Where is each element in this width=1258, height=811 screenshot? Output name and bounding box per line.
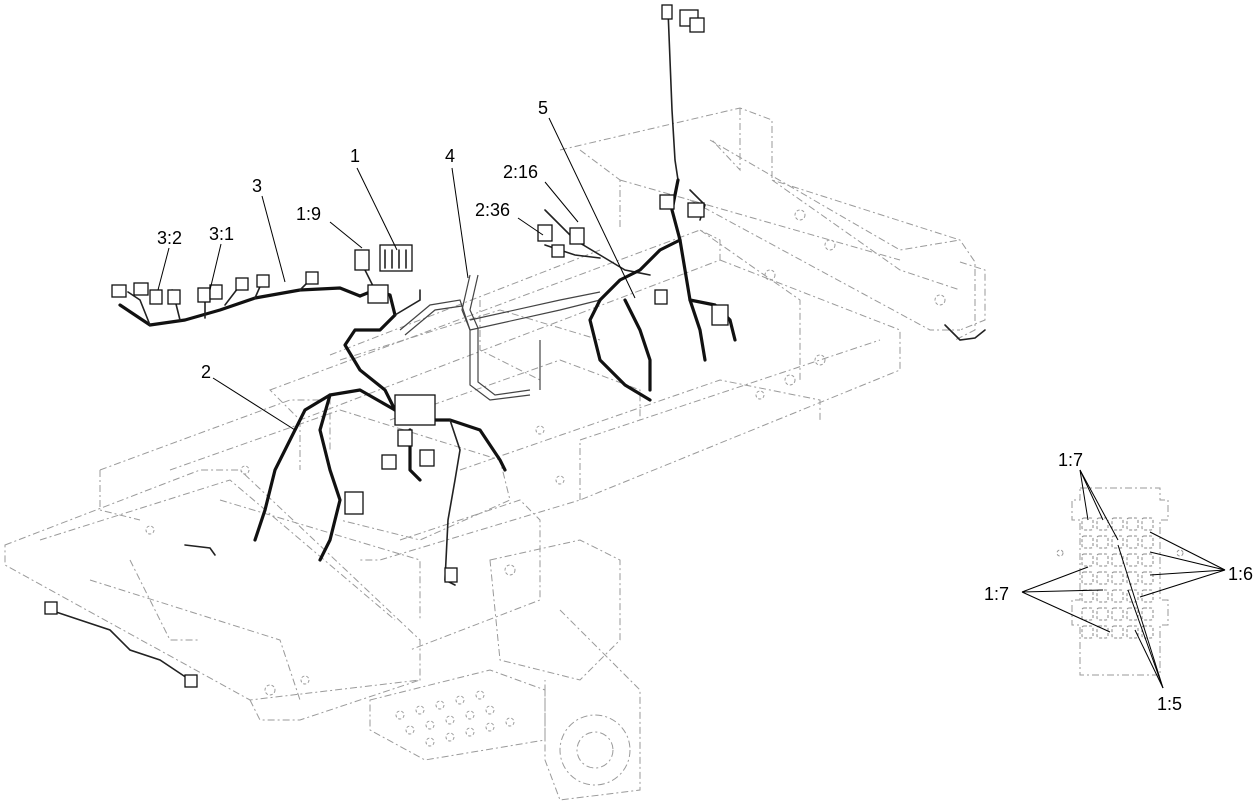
fuse-slot: [1141, 535, 1154, 549]
harness-1: [343, 244, 507, 472]
fuse-slot: [1141, 553, 1154, 567]
leader-lines: [157, 117, 636, 431]
fuse-slot: [1081, 607, 1094, 621]
fuse-slot: [1141, 607, 1154, 621]
inset-callout-1-6: 1:6: [1228, 564, 1253, 584]
callout-2: 2: [201, 362, 211, 382]
fuse-slot: [1096, 607, 1109, 621]
callout-1-9: 1:9: [296, 204, 321, 224]
fuse-slot: [1111, 535, 1124, 549]
inset-callout-1-7-top: 1:7: [1058, 450, 1083, 470]
callout-5: 5: [538, 98, 548, 118]
callout-labels: 1 1:9 2 2:16 2:36 3 3:1 3:2 4 5: [157, 98, 548, 382]
fuse-slot: [1141, 571, 1154, 585]
fuse-slot: [1111, 589, 1124, 603]
chassis-frame: [4, 107, 986, 801]
fuse-slot: [1111, 517, 1124, 531]
connector-2-36: [537, 224, 553, 242]
connector-1-9: [354, 249, 370, 271]
fuse-slot: [1141, 517, 1154, 531]
callout-3-1: 3:1: [209, 224, 234, 244]
fuse-slot: [1111, 625, 1124, 639]
fuse-slot: [1126, 535, 1139, 549]
frame-holes: [145, 209, 946, 696]
connector-2-16: [569, 227, 585, 245]
fuse-slot: [1096, 625, 1109, 639]
fuse-slot: [1126, 553, 1139, 567]
tube-4: [399, 274, 601, 401]
fuse-slot: [1081, 625, 1094, 639]
callout-3-2: 3:2: [157, 228, 182, 248]
fuse-slot: [1081, 571, 1094, 585]
fuse-slot: [1096, 589, 1109, 603]
callout-4: 4: [445, 146, 455, 166]
connector-3-1: [197, 287, 211, 303]
connector-3-2: [149, 289, 163, 305]
fuse-slot: [1081, 535, 1094, 549]
harness-3: [111, 271, 362, 327]
fuse-slot: [1081, 553, 1094, 567]
fuse-slot: [1096, 553, 1109, 567]
harness-2: [44, 388, 461, 688]
fuse-block-2: [394, 394, 436, 426]
fuse-slot: [1081, 589, 1094, 603]
fuse-slot: [1126, 517, 1139, 531]
connector-3-a: [111, 284, 127, 298]
inset-callout-labels: 1:7 1:7 1:6 1:5: [984, 450, 1253, 714]
callout-1: 1: [350, 146, 360, 166]
callout-2-16: 2:16: [503, 162, 538, 182]
fuse-slot: [1096, 535, 1109, 549]
callout-2-36: 2:36: [475, 200, 510, 220]
harness-5: [598, 4, 986, 362]
harness-2-rear: [537, 209, 652, 402]
inset-callout-1-5: 1:5: [1157, 694, 1182, 714]
inset-callout-1-7-left: 1:7: [984, 584, 1009, 604]
step-plate-holes: [395, 690, 515, 747]
fuse-block-inset: [1021, 469, 1226, 689]
fuse-slot: [1111, 607, 1124, 621]
fuse-grid: [1081, 517, 1154, 639]
fuse-slot: [1111, 571, 1124, 585]
fuse-slot: [1096, 571, 1109, 585]
callout-3: 3: [252, 176, 262, 196]
